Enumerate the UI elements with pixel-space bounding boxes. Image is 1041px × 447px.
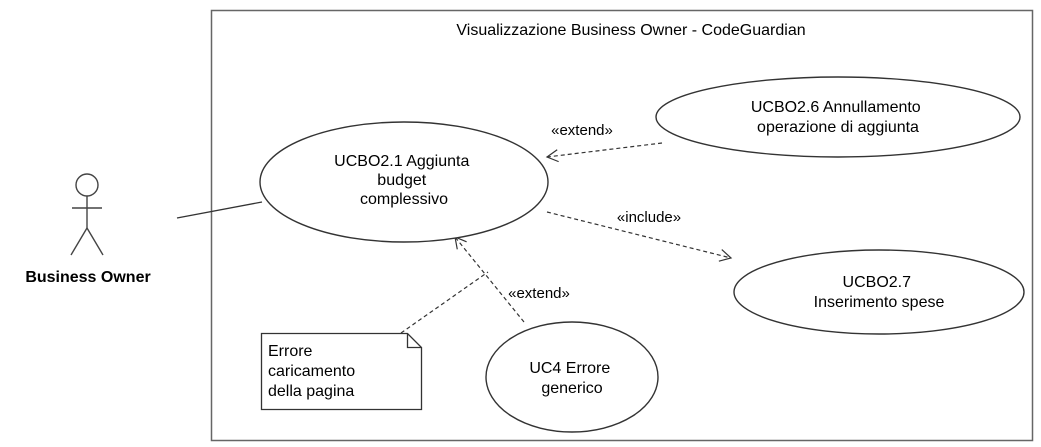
association-line [176,201,263,219]
system-title: Visualizzazione Business Owner - CodeGua… [456,22,805,39]
business-owner-actor [70,173,104,256]
use-case-ucbo2-7: UCBO2.7 Inserimento spese [733,249,1025,335]
ucbo2-7-line-2: Inserimento spese [814,294,945,311]
use-case-ucbo2-6-shape [655,76,1021,158]
extend-26-label: «extend» [551,122,613,139]
use-case-ucbo2-6-label: UCBO2.6 Annullamento operazione di aggiu… [751,99,925,136]
actor-head [75,173,99,197]
ucbo2-1-line-2: budget [377,172,426,189]
extend-4-label: «extend» [508,285,570,302]
extend-26-arrow [545,142,663,163]
use-case-ucbo2-1-shape [259,121,549,243]
ucbo2-1-line-3: complessivo [360,191,448,208]
note-anchor-line [400,271,489,334]
use-case-ucbo2-6: UCBO2.6 Annullamento operazione di aggiu… [655,76,1021,158]
use-case-ucbo2-7-shape [733,249,1025,335]
use-case-uc4: UC4 Errore generico [485,321,659,433]
note-fold [406,333,422,349]
note-line-2: caricamento [268,363,355,380]
actor-right-leg [86,227,104,256]
extend-4-arrow [454,236,525,323]
uc4-line-1: UC4 Errore [529,360,610,377]
actor-left-leg [70,227,88,256]
note: Errore caricamento della pagina [260,332,423,411]
include-27-label: «include» [617,209,681,226]
use-case-ucbo2-1-label: UCBO2.1 Aggiunta budget complessivo [334,153,474,208]
ucbo2-6-line-2: operazione di aggiunta [757,119,919,136]
include-27-arrow [546,211,733,262]
note-shape [260,332,423,411]
use-case-uc4-shape [485,321,659,433]
uc4-line-2: generico [541,380,602,397]
use-case-uc4-label: UC4 Errore generico [529,360,614,397]
ucbo2-6-line-1: UCBO2.6 Annullamento [751,99,921,116]
note-line-1: Errore [268,343,313,360]
note-line-3: della pagina [268,383,354,400]
actor-name: Business Owner [25,269,150,286]
use-case-ucbo2-1: UCBO2.1 Aggiunta budget complessivo [259,121,549,243]
ucbo2-7-line-1: UCBO2.7 [843,274,912,291]
note-text: Errore caricamento della pagina [268,343,360,400]
ucbo2-1-line-1: UCBO2.1 Aggiunta [334,153,469,170]
use-case-ucbo2-7-label: UCBO2.7 Inserimento spese [814,274,945,311]
